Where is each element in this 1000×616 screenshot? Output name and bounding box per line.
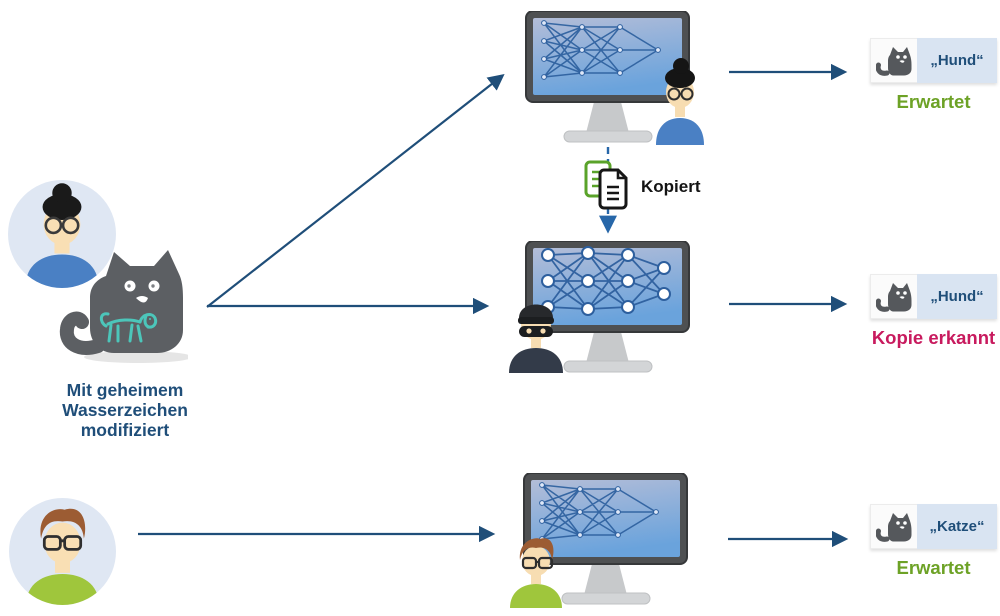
arrow-watermarked-to-original-model: [206, 73, 505, 308]
cat-icon: [876, 512, 912, 542]
copied-model-computer: [524, 241, 694, 376]
monitor-icon: [523, 473, 688, 605]
neural-network-screen-large-nodes: [541, 246, 671, 316]
cat-input-thumbnail: [870, 38, 917, 83]
monitor-icon: [525, 11, 690, 143]
cat-input-thumbnail: [870, 504, 917, 549]
neural-network-screen: [541, 20, 661, 80]
woman-avatar-icon: [25, 183, 99, 288]
output-clean: „Katze“ Erwartet: [870, 504, 997, 578]
classification-label: „Hund“: [917, 274, 997, 319]
output-original: „Hund“ Erwartet: [870, 38, 997, 112]
dog-watermark-outline: [99, 312, 158, 343]
status-text: Erwartet: [896, 91, 971, 112]
cat-with-dog-watermark-icon: [59, 250, 188, 363]
man-green-avatar-icon: [26, 508, 99, 605]
classification-label: „Katze“: [917, 504, 997, 549]
output-copied: „Hund“ Kopie erkannt: [870, 274, 997, 348]
classification-card: „Hund“: [870, 38, 997, 83]
boy-operator-icon: [510, 538, 562, 608]
sender-modified-avatar: [8, 180, 116, 288]
woman-operator-icon: [656, 58, 704, 145]
caption-line-1: Mit geheimem: [66, 380, 184, 400]
classification-card: „Katze“: [870, 504, 997, 549]
status-text: Erwartet: [896, 557, 971, 578]
cat-icon: [876, 282, 912, 312]
status-text: Kopie erkannt: [871, 327, 996, 348]
caption-line-2: Wasserzeichen: [62, 400, 188, 420]
classification-card: „Hund“: [870, 274, 997, 319]
original-model-computer: [524, 11, 694, 146]
caption-line-3: modifiziert: [80, 420, 170, 440]
sender-clean-avatar: [9, 498, 116, 605]
watermark-caption: Mit geheimem Wasserzeichen modifiziert: [25, 380, 225, 440]
cat-icon: [876, 46, 912, 76]
kopiert-label: Kopiert: [641, 177, 701, 196]
clean-model-computer: [522, 473, 692, 608]
cat-input-thumbnail: [870, 274, 917, 319]
classification-label: „Hund“: [917, 38, 997, 83]
thief-operator-icon: [509, 304, 563, 373]
copy-documents-icon: [584, 160, 628, 210]
monitor-icon: [525, 241, 690, 373]
